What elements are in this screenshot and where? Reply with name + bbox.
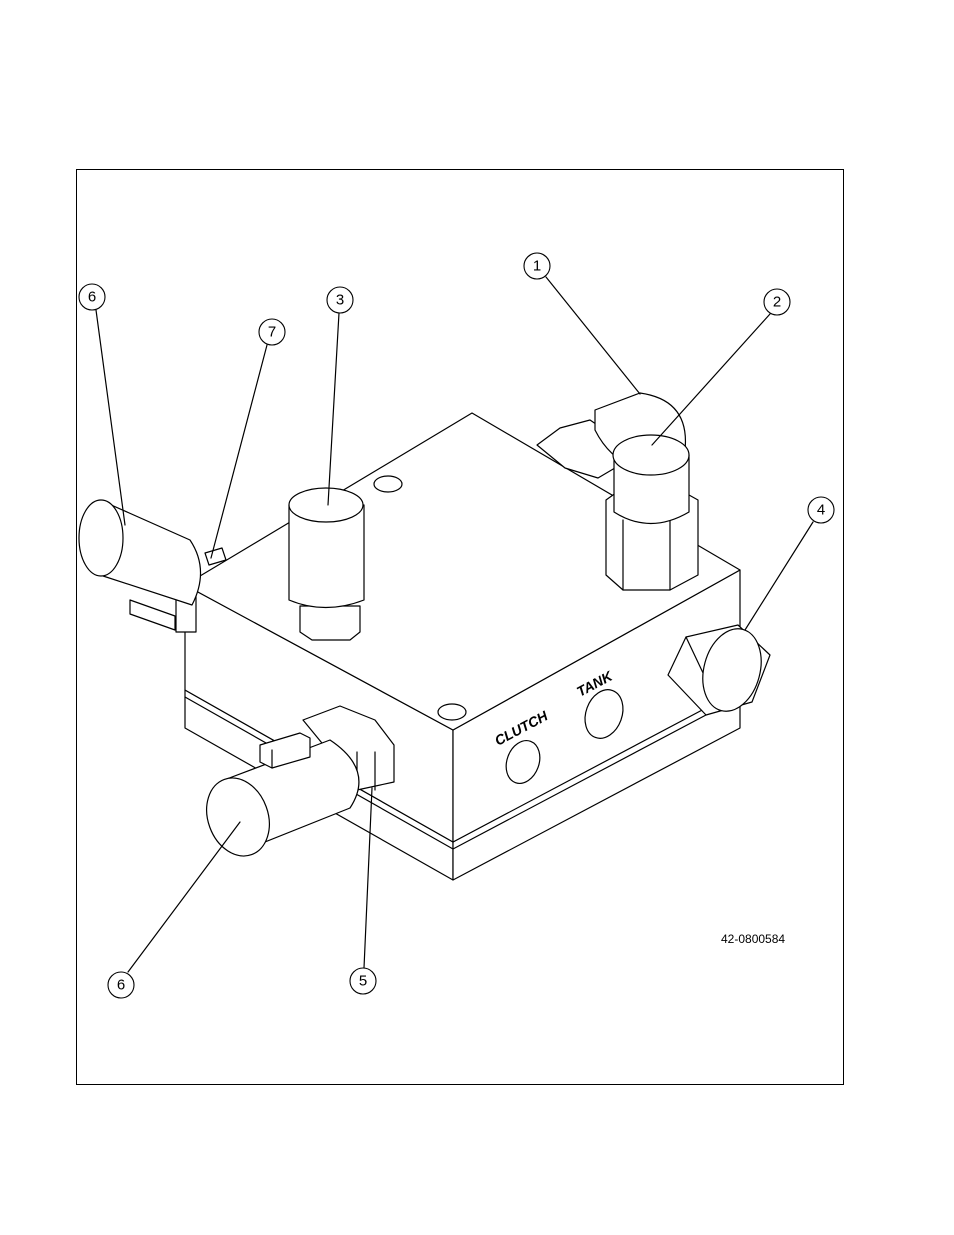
svg-text:6: 6 [88, 289, 96, 306]
cap-valve-2 [606, 435, 698, 590]
callout-2: 2 [764, 289, 790, 315]
callout-6-bottom: 6 [108, 972, 134, 998]
svg-text:5: 5 [359, 973, 367, 990]
figure-id: 42-0800584 [721, 932, 785, 946]
svg-text:1: 1 [533, 258, 541, 275]
callout-6-top: 6 [79, 284, 105, 310]
svg-text:3: 3 [336, 292, 344, 309]
callout-5: 5 [350, 968, 376, 994]
svg-text:4: 4 [817, 502, 825, 519]
svg-text:2: 2 [773, 294, 781, 311]
cartridge-valve-3 [289, 488, 364, 640]
callout-4: 4 [808, 497, 834, 523]
callout-1: 1 [524, 253, 550, 279]
callout-3: 3 [327, 287, 353, 313]
svg-text:7: 7 [268, 324, 276, 341]
callout-7: 7 [259, 319, 285, 345]
svg-text:6: 6 [117, 977, 125, 994]
